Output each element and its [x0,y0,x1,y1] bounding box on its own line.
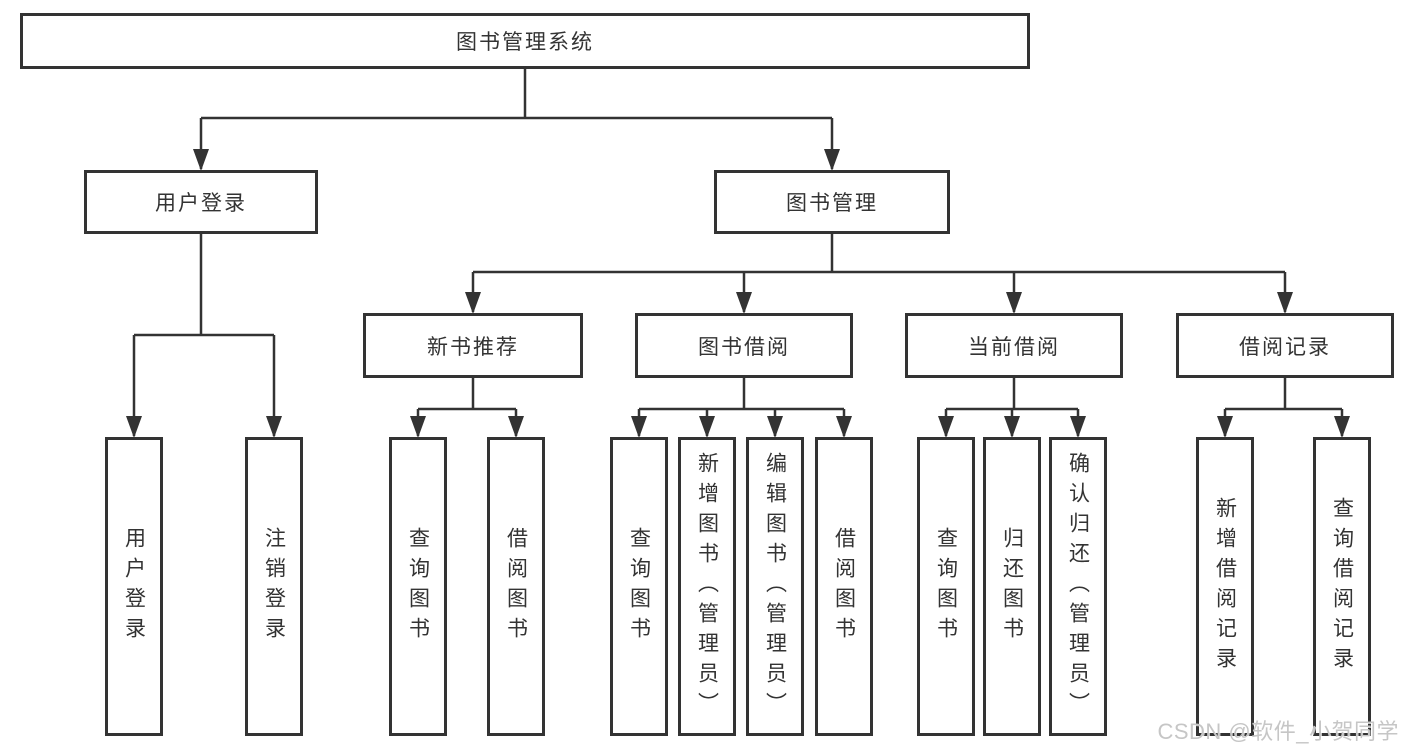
node-label: 查询图书 [934,526,958,647]
leaf-borrow-books-recommend: 借阅图书 [487,437,545,736]
node-label: 归还图书 [1000,526,1024,647]
node-label: 新书推荐 [427,335,519,359]
node-label: 当前借阅 [968,335,1060,359]
node-label: 查询图书 [406,526,430,647]
node-current-borrowing: 当前借阅 [905,313,1123,378]
leaf-borrow-book: 借阅图书 [815,437,873,736]
leaf-query-books-recommend: 查询图书 [389,437,447,736]
node-label: 图书管理系统 [456,31,594,54]
node-book-borrowing: 图书借阅 [635,313,853,378]
node-label: 新增图书（管理员） [695,451,719,722]
node-label: 借阅图书 [832,526,856,647]
node-new-book-recommend: 新书推荐 [363,313,583,378]
leaf-user-login: 用户登录 [105,437,163,736]
leaf-add-book-admin: 新增图书（管理员） [678,437,736,736]
node-label: 查询图书 [627,526,651,647]
leaf-return-book: 归还图书 [983,437,1041,736]
node-label: 图书管理 [786,192,878,215]
node-library-system-root: 图书管理系统 [20,13,1030,69]
leaf-add-borrow-record: 新增借阅记录 [1196,437,1254,736]
leaf-query-borrow-record: 查询借阅记录 [1313,437,1371,736]
node-book-management-module: 图书管理 [714,170,950,234]
node-user-login-module: 用户登录 [84,170,318,234]
leaf-confirm-return-admin: 确认归还（管理员） [1049,437,1107,736]
node-label: 借阅记录 [1239,335,1331,359]
node-label: 图书借阅 [698,335,790,359]
node-label: 编辑图书（管理员） [763,451,787,722]
node-label: 新增借阅记录 [1213,496,1237,677]
node-borrowing-records: 借阅记录 [1176,313,1394,378]
connector-edges [132,69,1344,436]
leaf-query-books-borrow: 查询图书 [610,437,668,736]
csdn-watermark: CSDN @软件_小贺同学 [1157,719,1399,744]
node-label: 用户登录 [155,192,247,215]
leaf-query-books-current: 查询图书 [917,437,975,736]
node-label: 借阅图书 [504,526,528,647]
leaf-logout: 注销登录 [245,437,303,736]
node-label: 确认归还（管理员） [1066,451,1090,722]
node-label: 注销登录 [262,526,286,647]
node-label: 用户登录 [122,526,146,647]
node-label: 查询借阅记录 [1330,496,1354,677]
leaf-edit-book-admin: 编辑图书（管理员） [746,437,804,736]
